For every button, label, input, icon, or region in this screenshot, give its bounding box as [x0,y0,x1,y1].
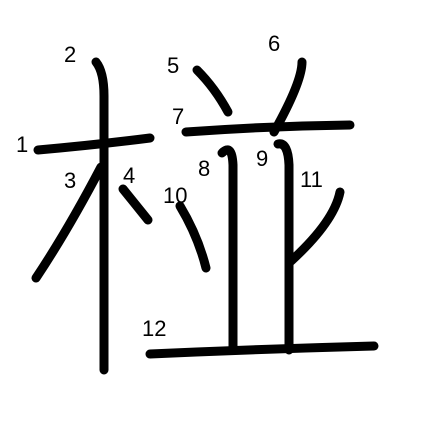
stroke-10 [175,201,211,273]
stroke-9 [273,139,294,355]
stroke-number-5: 5 [167,53,179,78]
stroke-number-7: 7 [172,104,184,129]
stroke-11 [285,187,345,267]
stroke-number-4: 4 [123,163,135,188]
stroke-number-12: 12 [142,316,166,341]
stroke-number-3: 3 [64,168,76,193]
stroke-4 [118,184,153,225]
stroke-number-6: 6 [268,31,280,56]
stroke-12 [145,341,379,359]
stroke-6 [269,57,307,137]
stroke-7 [181,120,355,137]
stroke-1 [33,133,155,155]
stroke-5 [192,65,233,117]
stroke-number-9: 9 [256,146,268,171]
stroke-number-11: 11 [300,167,323,192]
stroke-number-2: 2 [64,42,76,67]
stroke-8 [217,145,238,355]
stroke-number-1: 1 [16,132,28,157]
stroke-number-8: 8 [198,156,210,181]
stroke-3 [31,162,106,283]
stroke-2 [91,57,109,375]
stroke-number-10: 10 [163,183,187,208]
